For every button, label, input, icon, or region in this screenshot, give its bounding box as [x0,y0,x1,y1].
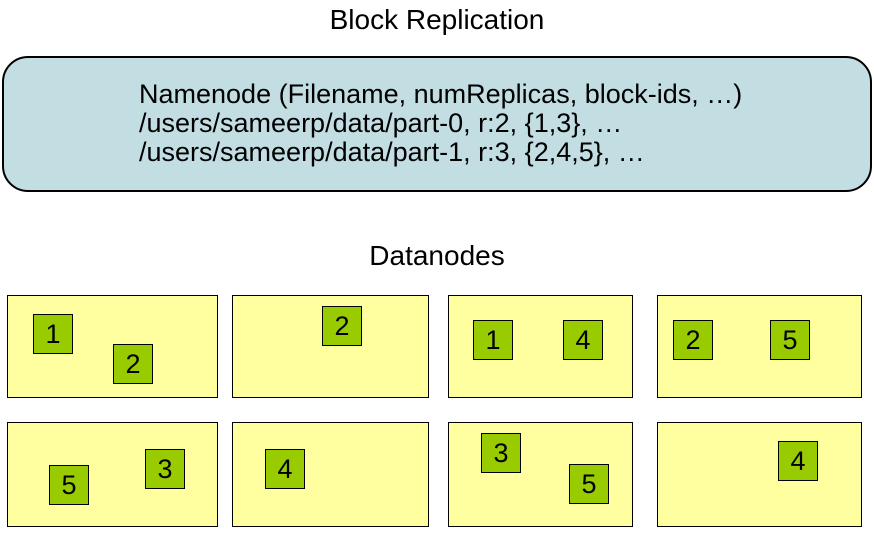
block-5: 5 [49,465,89,505]
block-1: 1 [33,314,73,354]
block-label: 3 [157,453,173,484]
block-1: 1 [473,320,513,360]
block-label: 4 [790,445,806,476]
block-label: 2 [334,310,350,341]
block-label: 3 [493,437,509,468]
block-5: 5 [569,464,609,504]
block-3: 3 [481,433,521,473]
block-label: 2 [125,348,141,379]
block-4: 4 [265,449,305,489]
datanode-2: 2 [232,295,429,398]
block-4: 4 [563,320,603,360]
block-2: 2 [322,306,362,346]
page-title: Block Replication [329,4,545,35]
block-3: 3 [145,449,185,489]
block-label: 5 [782,324,798,355]
datanodes-heading: Datanodes [369,240,505,271]
datanode-8: 4 [657,422,862,527]
namenode-file-entry-part1: /users/sameerp/data/part-1, r:3, {2,4,5}… [139,137,645,167]
block-4: 4 [778,441,818,481]
block-5: 5 [770,320,810,360]
block-label: 1 [45,318,61,349]
namenode-text: Namenode (Filename, numReplicas, block-i… [139,80,742,167]
namenode-box: Namenode (Filename, numReplicas, block-i… [2,56,872,192]
block-label: 5 [61,469,77,500]
block-label: 5 [581,468,597,499]
block-2: 2 [113,344,153,384]
block-2: 2 [673,320,713,360]
block-label: 4 [575,324,591,355]
namenode-file-entry-part0: /users/sameerp/data/part-0, r:2, {1,3}, … [139,108,623,138]
namenode-header-line: Namenode (Filename, numReplicas, block-i… [139,79,743,109]
block-label: 2 [685,324,701,355]
block-label: 4 [277,453,293,484]
datanode-6: 4 [232,422,429,527]
block-label: 1 [485,324,501,355]
